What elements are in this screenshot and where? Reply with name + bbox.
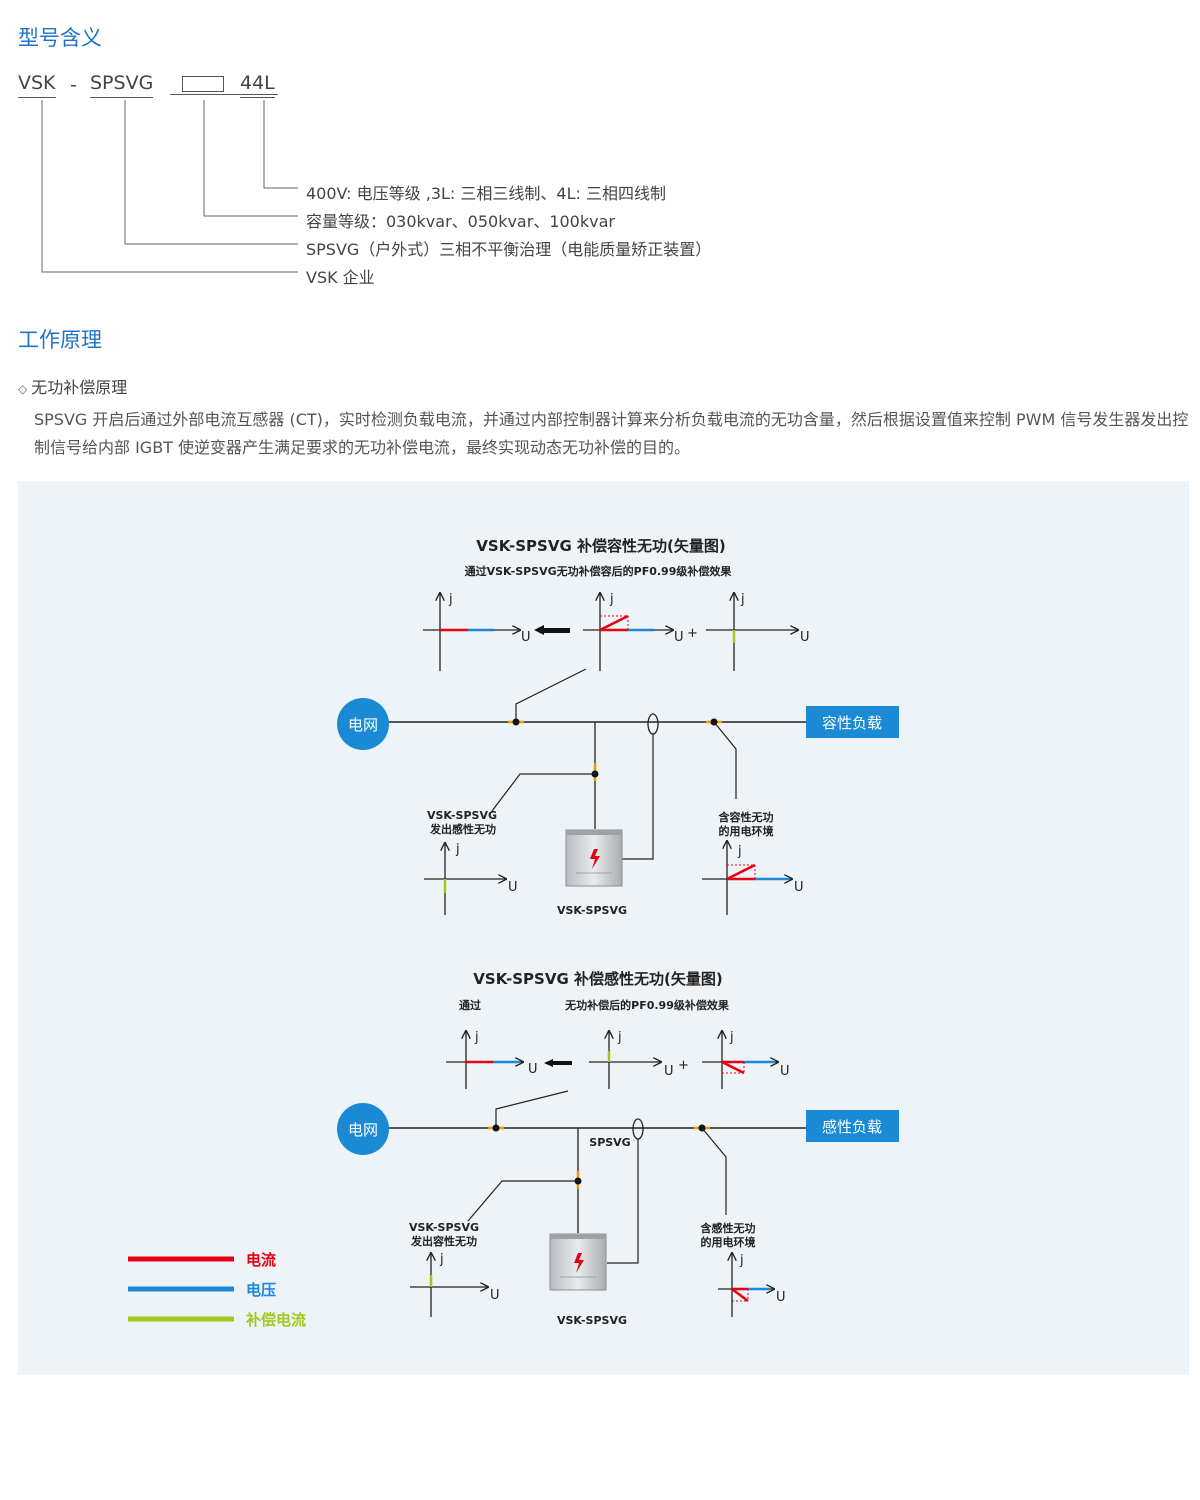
d2-svg-note-1: VSK-SPSVG xyxy=(409,1221,479,1234)
code-part-spsvg: SPSVG xyxy=(90,72,154,98)
code-part-box xyxy=(170,72,278,95)
d2-plus: + xyxy=(678,1058,689,1073)
d1-v4-u: U xyxy=(508,880,518,895)
d1-load-box xyxy=(806,706,899,738)
legend-current-label: 电流 xyxy=(246,1251,276,1269)
d1-v5-u: U xyxy=(794,880,804,895)
d2-vector-before: j U xyxy=(446,1030,538,1089)
diamond-bullet-icon: ◇ xyxy=(18,382,28,396)
d2-left-arrow-icon xyxy=(544,1059,572,1067)
d2-v5-j: j xyxy=(739,1253,744,1268)
d2-bus-label: SPSVG xyxy=(589,1136,630,1149)
d1-v1-j: j xyxy=(448,592,453,607)
d1-grid-label: 电网 xyxy=(348,716,378,734)
d1-env-note-2: 的用电环境 xyxy=(719,824,774,838)
d1-svg-note-2: 发出感性无功 xyxy=(429,822,496,836)
d1-vector-svg-output: j U xyxy=(424,842,518,915)
principle-subtitle-text: 无功补偿原理 xyxy=(31,378,128,397)
model-section-title: 型号含义 xyxy=(18,26,102,50)
d2-v1-u: U xyxy=(528,1062,538,1077)
d2-cabinet-image xyxy=(549,1233,607,1291)
d1-left-arrow-icon xyxy=(534,625,570,635)
d2-v1-j: j xyxy=(474,1030,479,1045)
d1-junction-1 xyxy=(512,718,520,726)
d2-vector-svg-output: j U xyxy=(410,1252,500,1317)
d2-env-note-1: 含感性无功 xyxy=(700,1221,756,1235)
meaning-voltage: 400V: 电压等级 ,3L: 三相三线制、4L: 三相四线制 xyxy=(306,184,666,203)
d1-load-label: 容性负载 xyxy=(822,714,882,732)
meaning-capacity: 容量等级：030kvar、050kvar、100kvar xyxy=(306,212,615,231)
principle-paragraph: SPSVG 开启后通过外部电流互感器 (CT)，实时检测负载电流，并通过内部控制… xyxy=(34,410,1189,457)
legend: 电流 电压 补偿电流 xyxy=(128,1251,306,1329)
d2-v2-u: U xyxy=(664,1064,674,1079)
d2-v3-j: j xyxy=(729,1030,734,1045)
d1-measure-line xyxy=(515,668,587,722)
d2-measure-line xyxy=(495,1090,569,1128)
meaning-device: SPSVG（户外式）三相不平衡治理（电能质量矫正装置） xyxy=(306,240,712,259)
d2-vector-result: j U xyxy=(702,1030,790,1089)
d2-v4-u: U xyxy=(490,1288,500,1303)
d1-v3-u: U xyxy=(800,630,810,645)
d2-v3-u: U xyxy=(780,1064,790,1079)
d1-v4-j: j xyxy=(455,842,460,857)
d2-junction-1 xyxy=(492,1124,500,1132)
diagram2-subtitle-right: 无功补偿后的PF0.99级补偿效果 xyxy=(564,998,729,1012)
diagram1-title: VSK-SPSVG 补偿容性无功(矢量图) xyxy=(476,537,725,555)
d2-svg-note-2: 发出容性无功 xyxy=(410,1234,477,1248)
code-part-vsk: VSK xyxy=(18,72,56,98)
code-part-dash: - xyxy=(70,74,77,96)
model-connector-lines xyxy=(41,100,298,273)
d1-ct-sensor xyxy=(647,713,659,735)
d1-device-caption: VSK-SPSVG xyxy=(557,904,627,917)
d1-cabinet-image xyxy=(565,829,623,887)
d1-vector-before: j U xyxy=(423,592,531,671)
d1-plus: + xyxy=(687,626,698,641)
diagram1-subtitle: 通过VSK-SPSVG无功补偿容后的PF0.99级补偿效果 xyxy=(465,564,732,578)
d2-load-box xyxy=(806,1110,899,1142)
d1-grid-node xyxy=(337,698,389,750)
diagram2-title: VSK-SPSVG 补偿感性无功(矢量图) xyxy=(473,970,722,988)
principle-section-title: 工作原理 xyxy=(18,328,102,352)
d1-v2-u: U xyxy=(674,630,684,645)
d2-ct-sensor xyxy=(632,1118,644,1140)
vector-diagram-svg: VSK-SPSVG 补偿容性无功(矢量图) 通过VSK-SPSVG无功补偿容后的… xyxy=(128,537,899,1329)
d1-vector-compensation: j U xyxy=(706,592,810,671)
legend-voltage-label: 电压 xyxy=(246,1281,276,1299)
capacity-placeholder-box xyxy=(182,76,224,92)
d2-v5-u: U xyxy=(776,1290,786,1305)
d2-device-caption: VSK-SPSVG xyxy=(557,1314,627,1327)
legend-compensation-label: 补偿电流 xyxy=(245,1311,306,1329)
d1-v3-j: j xyxy=(740,592,745,607)
d2-v4-j: j xyxy=(439,1252,444,1267)
d1-svg-note-1: VSK-SPSVG xyxy=(427,809,497,822)
d2-vector-middle: j U + xyxy=(589,1030,689,1089)
d1-v2-j: j xyxy=(609,592,614,607)
d2-load-label: 感性负载 xyxy=(822,1118,882,1136)
d1-v1-u: U xyxy=(521,630,531,645)
d2-grid-node xyxy=(337,1103,389,1155)
d2-grid-label: 电网 xyxy=(348,1121,378,1139)
d2-env-note-2: 的用电环境 xyxy=(701,1235,756,1249)
d1-vector-middle: j U + xyxy=(583,592,698,671)
diagram2-subtitle-left: 通过 xyxy=(459,998,481,1012)
d1-vector-env: j U xyxy=(702,841,804,915)
meaning-company: VSK 企业 xyxy=(306,268,375,287)
d1-v5-j: j xyxy=(737,844,742,859)
d2-v2-j: j xyxy=(617,1030,622,1045)
d2-vector-env: j U xyxy=(718,1253,786,1317)
principle-subtitle: ◇无功补偿原理 xyxy=(18,374,127,398)
code-part-44l: 44L xyxy=(240,72,275,98)
d1-env-note-1: 含容性无功 xyxy=(718,810,774,824)
vector-diagram-panel: VSK-SPSVG 补偿容性无功(矢量图) 通过VSK-SPSVG无功补偿容后的… xyxy=(18,481,1189,1375)
